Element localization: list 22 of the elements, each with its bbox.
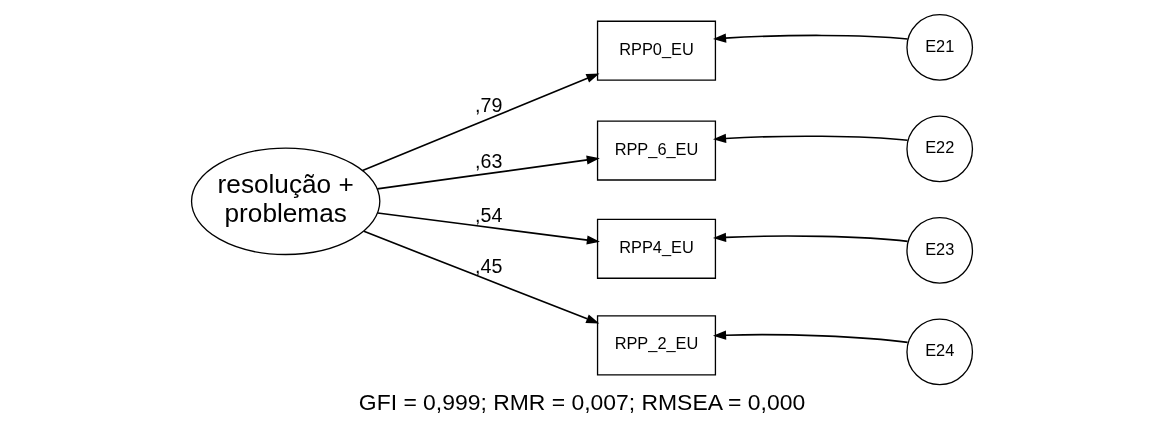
arrow (712, 330, 908, 344)
node-circle: E24 (905, 318, 973, 386)
node-box: RPP4_EU (596, 218, 716, 279)
node-circle: E22 (905, 115, 973, 183)
arrow (361, 73, 599, 172)
arrow (712, 232, 908, 243)
edge-label: ,79 (474, 94, 502, 117)
node-box: RPP0_EU (596, 20, 716, 81)
node-ellipse: resolução + problemas (190, 147, 380, 256)
arrow (375, 155, 600, 190)
node-circle: E23 (905, 217, 973, 284)
arrow (362, 230, 599, 324)
node-circle: E21 (905, 14, 973, 81)
edge-label: ,63 (474, 149, 502, 172)
node-box: RPP_6_EU (596, 120, 716, 181)
edge-label: ,54 (474, 203, 502, 226)
arrow (712, 33, 908, 43)
arrow (376, 212, 600, 245)
caption: GFI = 0,999; RMR = 0,007; RMSEA = 0,000 (358, 388, 805, 415)
node-box: RPP_2_EU (596, 315, 716, 376)
edge-label: ,45 (474, 254, 502, 277)
arrow (712, 133, 908, 143)
